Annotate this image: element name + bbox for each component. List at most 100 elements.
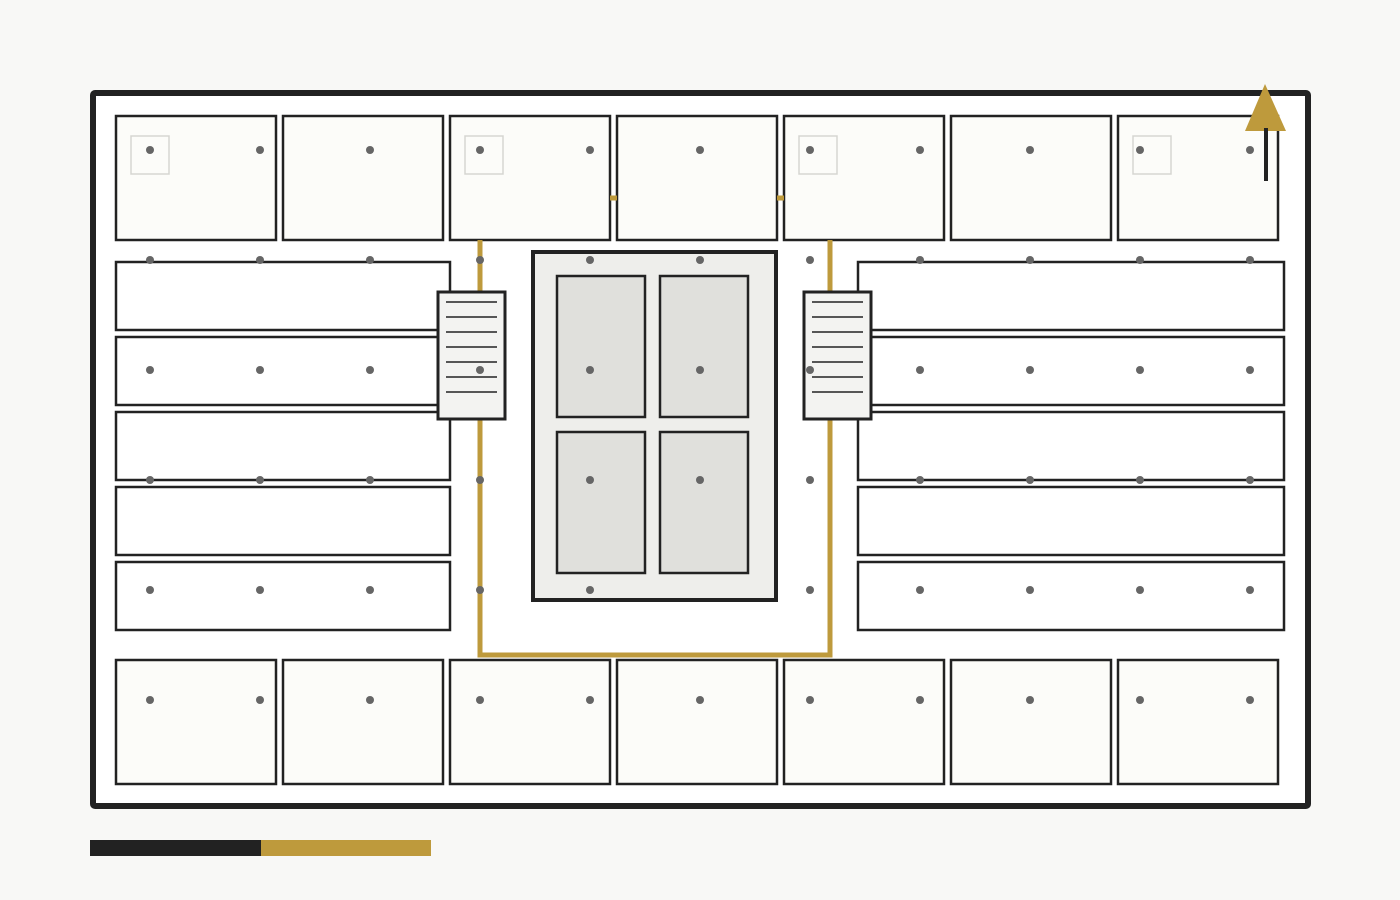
- elevator-3: [555, 430, 647, 575]
- elevator-4: [658, 430, 750, 575]
- bottom-office-6: [949, 658, 1113, 786]
- stair-1: [436, 290, 507, 421]
- north-arrow-icon: [1245, 84, 1286, 181]
- top-office-7: [1116, 114, 1280, 242]
- left-workstation-row-5: [114, 560, 452, 632]
- column: [366, 256, 374, 264]
- column: [146, 256, 154, 264]
- column: [366, 586, 374, 594]
- column: [256, 366, 264, 374]
- scale-segment-1: [90, 840, 261, 856]
- office-fixture-2: [464, 135, 504, 175]
- central-core: [531, 250, 778, 602]
- bottom-office-5: [782, 658, 946, 786]
- scale-segment-2: [261, 840, 431, 856]
- right-workstation-row-5: [856, 560, 1286, 632]
- column: [256, 256, 264, 264]
- column: [476, 146, 484, 154]
- circulation-route: [477, 195, 833, 658]
- column: [1246, 476, 1254, 484]
- bottom-office-4: [615, 658, 779, 786]
- right-workstation-row-3: [856, 410, 1286, 482]
- column: [476, 256, 484, 264]
- bottom-office-1: [114, 658, 278, 786]
- column: [806, 586, 814, 594]
- column: [1026, 256, 1034, 264]
- column: [476, 586, 484, 594]
- column: [1246, 586, 1254, 594]
- column: [806, 146, 814, 154]
- column: [916, 146, 924, 154]
- column: [1246, 366, 1254, 374]
- column: [806, 476, 814, 484]
- column: [256, 696, 264, 704]
- column: [696, 366, 704, 374]
- column: [256, 146, 264, 154]
- top-office-3: [448, 114, 612, 242]
- north-arrow-head: [1245, 84, 1286, 131]
- column: [696, 696, 704, 704]
- column: [1026, 696, 1034, 704]
- column: [916, 366, 924, 374]
- column: [1026, 366, 1034, 374]
- left-workstation-row-3: [114, 410, 452, 482]
- column: [366, 696, 374, 704]
- top-office-2: [281, 114, 445, 242]
- column: [366, 476, 374, 484]
- column: [476, 476, 484, 484]
- column: [806, 696, 814, 704]
- bottom-office-2: [281, 658, 445, 786]
- column: [696, 256, 704, 264]
- column: [916, 586, 924, 594]
- column: [916, 256, 924, 264]
- column: [146, 366, 154, 374]
- column: [1136, 146, 1144, 154]
- column: [1136, 366, 1144, 374]
- column: [586, 586, 594, 594]
- office-fixture-1: [130, 135, 170, 175]
- stair-enclosure: [802, 290, 873, 421]
- scale-bar-icon: [90, 840, 431, 856]
- column: [476, 696, 484, 704]
- left-workstation-row-4: [114, 485, 452, 557]
- column: [1136, 696, 1144, 704]
- column: [1246, 696, 1254, 704]
- column: [586, 366, 594, 374]
- right-workstations: [856, 260, 1286, 632]
- column: [586, 696, 594, 704]
- right-workstation-row-1: [856, 260, 1286, 332]
- stair-enclosure: [436, 290, 507, 421]
- column: [806, 366, 814, 374]
- route-loop: [477, 240, 833, 658]
- column: [256, 586, 264, 594]
- stair-2: [802, 290, 873, 421]
- top-office-4: [615, 114, 779, 242]
- column: [146, 586, 154, 594]
- column: [1246, 146, 1254, 154]
- column: [586, 256, 594, 264]
- column: [916, 476, 924, 484]
- column: [146, 146, 154, 154]
- elevator-2: [658, 274, 750, 419]
- column: [696, 146, 704, 154]
- left-workstation-row-1: [114, 260, 452, 332]
- office-fixture-3: [798, 135, 838, 175]
- column: [1136, 476, 1144, 484]
- column: [1136, 586, 1144, 594]
- column: [1246, 256, 1254, 264]
- column: [586, 146, 594, 154]
- right-workstation-row-2: [856, 335, 1286, 407]
- column: [366, 146, 374, 154]
- column: [916, 696, 924, 704]
- column: [146, 476, 154, 484]
- top-office-5: [782, 114, 946, 242]
- bottom-office-7: [1116, 658, 1280, 786]
- bottom-offices: [114, 658, 1280, 786]
- column: [146, 696, 154, 704]
- left-workstations: [114, 260, 452, 632]
- column: [1026, 476, 1034, 484]
- column: [1026, 586, 1034, 594]
- top-offices: [114, 114, 1280, 242]
